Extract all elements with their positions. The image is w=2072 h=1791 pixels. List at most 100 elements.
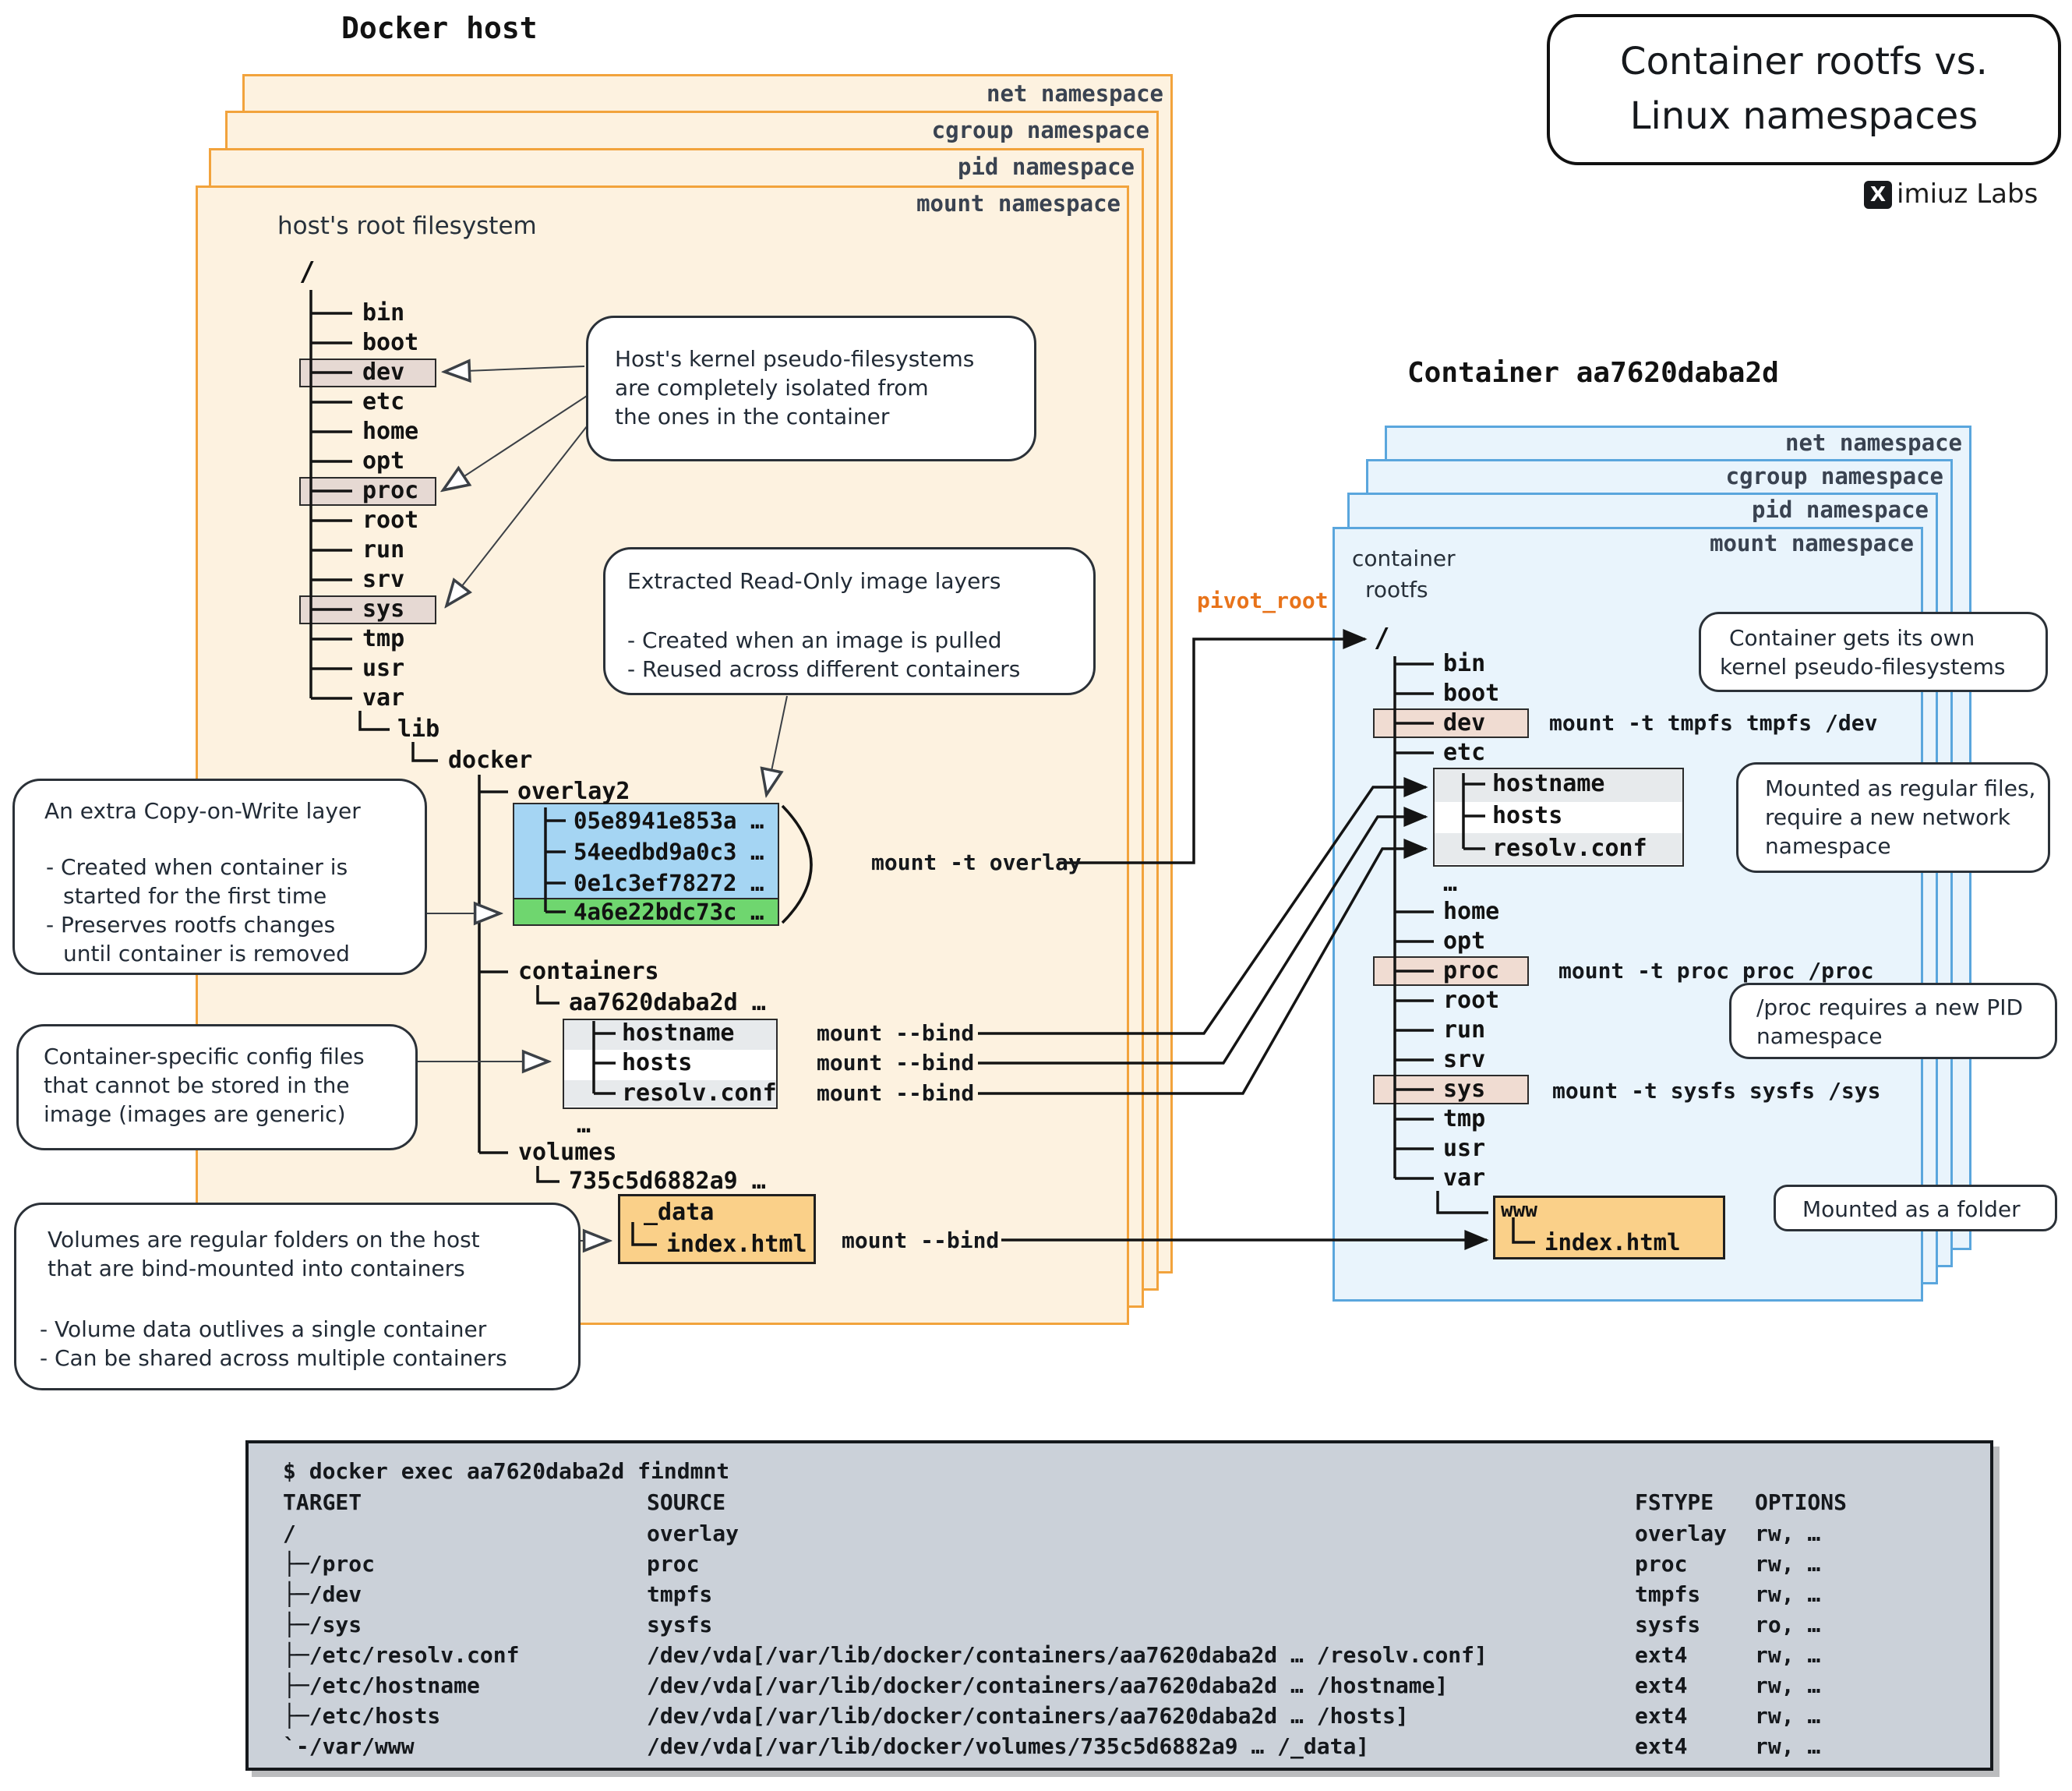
container-dir-boot: boot <box>1443 680 1500 707</box>
host-dir-sys: sys <box>362 595 405 623</box>
terminal-row-options: rw, … <box>1755 1521 1821 1546</box>
host-file-hosts: hosts <box>622 1049 693 1076</box>
mount-bind-volume-label: mount --bind <box>842 1228 1000 1253</box>
host-volume-id: 735c5d6882a9 … <box>569 1168 766 1195</box>
container-file-hostname: hostname <box>1492 770 1605 797</box>
overlay-ro-layer-1: 05e8941e853a … <box>574 807 764 834</box>
container-dir-dev: dev <box>1443 709 1486 737</box>
terminal-row-source: overlay <box>647 1521 739 1546</box>
host-dir-container-id: aa7620daba2d … <box>569 989 766 1016</box>
host-dir-tmp: tmp <box>362 625 405 652</box>
host-file-resolv-conf: resolv.conf <box>622 1079 777 1107</box>
terminal-row-options: rw, … <box>1755 1733 1821 1759</box>
mount-proc-label: mount -t proc proc /proc <box>1558 958 1874 984</box>
container-dir-sys: sys <box>1443 1076 1486 1103</box>
container-dir-proc: proc <box>1443 957 1500 984</box>
host-volume-data-dir: _data <box>644 1199 715 1226</box>
host-dir-proc: proc <box>362 477 419 504</box>
terminal-row-source: /dev/vda[/var/lib/docker/containers/aa76… <box>647 1642 1488 1668</box>
mount-sysfs-label: mount -t sysfs sysfs /sys <box>1552 1078 1881 1104</box>
mount-tmpfs-dev-label: mount -t tmpfs tmpfs /dev <box>1549 710 1878 736</box>
container-www-dir: www <box>1501 1199 1537 1222</box>
host-dir-var: var <box>362 684 405 712</box>
host-dir-lib: lib <box>397 715 440 743</box>
container-dir-home: home <box>1443 898 1500 925</box>
host-dir-opt: opt <box>362 447 405 475</box>
container-index-html: index.html <box>1544 1229 1681 1256</box>
container-title: Container aa7620daba2d <box>1407 357 1779 389</box>
host-dir-root: root <box>362 507 419 534</box>
terminal-row-source: /dev/vda[/var/lib/docker/volumes/735c5d6… <box>647 1733 1370 1759</box>
container-root-slash: / <box>1374 623 1390 654</box>
main-title-line2: Linux namespaces <box>1629 94 1978 138</box>
terminal-row-source: sysfs <box>647 1612 713 1637</box>
terminal-row-target: ├─/etc/hosts <box>283 1703 441 1729</box>
container-net-namespace-label: net namespace <box>1785 429 1962 456</box>
callout-cow-layer: An extra Copy-on-Write layer - Created w… <box>12 779 427 975</box>
mount-bind-hostname-label: mount --bind <box>817 1020 975 1046</box>
terminal-header-fstype: FSTYPE <box>1635 1489 1714 1515</box>
host-tree-ellipsis: … <box>577 1111 591 1139</box>
terminal-row-options: rw, … <box>1755 1642 1821 1668</box>
terminal-row-fstype: proc <box>1635 1551 1688 1577</box>
host-dir-usr: usr <box>362 655 405 682</box>
mount-bind-resolv-label: mount --bind <box>817 1080 975 1106</box>
host-dir-overlay2: overlay2 <box>517 778 630 805</box>
container-dir-root: root <box>1443 987 1500 1014</box>
terminal-row-fstype: ext4 <box>1635 1703 1688 1729</box>
host-dir-boot: boot <box>362 329 419 356</box>
callout-config-files: Container-specific config files that can… <box>16 1024 418 1150</box>
host-rootfs-label: host's root filesystem <box>277 212 537 240</box>
mount-overlay-label: mount -t overlay <box>871 850 1082 875</box>
terminal-row-source: tmpfs <box>647 1581 713 1607</box>
host-dir-run: run <box>362 536 405 563</box>
terminal-row-target: `-/var/www <box>283 1733 415 1759</box>
container-cgroup-namespace-label: cgroup namespace <box>1725 463 1943 489</box>
container-dir-usr: usr <box>1443 1135 1486 1162</box>
terminal-row-fstype: overlay <box>1635 1521 1728 1546</box>
terminal-row-source: /dev/vda[/var/lib/docker/containers/aa76… <box>647 1673 1449 1698</box>
host-dir-srv: srv <box>362 566 405 593</box>
container-rootfs-label-line2: rootfs <box>1365 577 1428 602</box>
terminal-row-target: / <box>283 1521 296 1546</box>
container-dir-srv: srv <box>1443 1046 1486 1073</box>
host-dir-dev: dev <box>362 359 405 386</box>
terminal-row-options: rw, … <box>1755 1581 1821 1607</box>
pivot-root-label: pivot_root <box>1197 588 1329 613</box>
container-dir-opt: opt <box>1443 927 1486 955</box>
terminal-row-fstype: ext4 <box>1635 1642 1688 1668</box>
terminal-row-options: rw, … <box>1755 1551 1821 1577</box>
overlay-rw-layer: 4a6e22bdc73c … <box>574 899 764 925</box>
container-file-hosts: hosts <box>1492 802 1563 829</box>
overlay-ro-layer-2: 54eedbd9a0c3 … <box>574 839 764 865</box>
callout-volumes: Volumes are regular folders on the host … <box>14 1203 581 1390</box>
host-title: Docker host <box>341 11 538 45</box>
terminal-row-fstype: tmpfs <box>1635 1581 1701 1607</box>
terminal-row-target: ├─/sys <box>283 1612 362 1637</box>
terminal-row-fstype: sysfs <box>1635 1612 1701 1637</box>
brand-logo-icon: X <box>1864 181 1892 209</box>
terminal-command: $ docker exec aa7620daba2d findmnt <box>283 1458 730 1484</box>
terminal-header-source: SOURCE <box>647 1489 726 1515</box>
terminal-row-options: ro, … <box>1755 1612 1821 1637</box>
terminal-row-target: ├─/etc/hostname <box>283 1673 480 1698</box>
terminal-row-source: proc <box>647 1551 700 1577</box>
host-dir-home: home <box>362 418 419 445</box>
container-tree-ellipsis: … <box>1443 870 1458 897</box>
terminal-row-target: ├─/etc/resolv.conf <box>283 1642 520 1668</box>
brand-text: imiuz Labs <box>1897 178 2038 210</box>
terminal-header-target: TARGET <box>283 1489 362 1515</box>
terminal-row-options: rw, … <box>1755 1673 1821 1698</box>
host-dir-volumes: volumes <box>518 1139 617 1166</box>
host-dir-containers: containers <box>518 958 659 985</box>
container-dir-var: var <box>1443 1164 1486 1192</box>
container-rootfs-label-line1: container <box>1352 546 1456 571</box>
host-file-hostname: hostname <box>622 1019 735 1047</box>
callout-regular-files: Mounted as regular files, require a new … <box>1736 762 2050 873</box>
container-dir-run: run <box>1443 1016 1486 1044</box>
main-title-line1: Container rootfs vs. <box>1620 40 1988 83</box>
terminal-row-target: ├─/proc <box>283 1551 376 1577</box>
callout-ro-layers: Extracted Read-Only image layers - Creat… <box>603 547 1096 695</box>
host-cgroup-namespace-label: cgroup namespace <box>931 117 1149 143</box>
